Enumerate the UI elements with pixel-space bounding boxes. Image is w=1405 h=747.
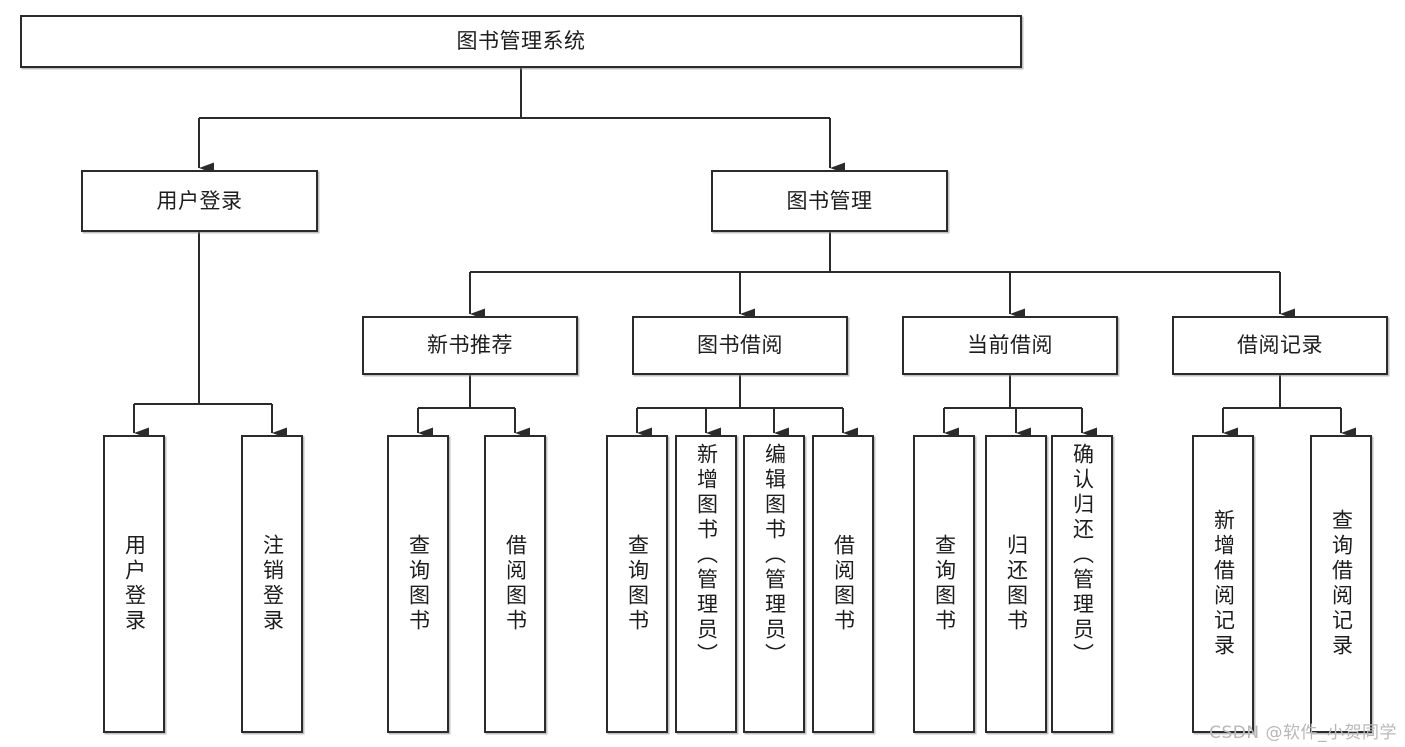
leaf-add-book-admin-label: 新增图书（管理员） [694,443,719,668]
leaf-edit-book-admin[interactable]: 编辑图书（管理员） [743,435,805,733]
leaf-confirm-return-admin[interactable]: 确认归还（管理员） [1051,435,1113,733]
leaf-borrow-book[interactable]: 借阅图书 [812,435,874,733]
node-borrow-record[interactable]: 借阅记录 [1172,316,1388,375]
leaf-add-book-admin[interactable]: 新增图书（管理员） [675,435,737,733]
node-new-book-recommend[interactable]: 新书推荐 [362,316,578,375]
leaf-edit-book-admin-label: 编辑图书（管理员） [762,443,787,668]
leaf-query-borrow-record[interactable]: 查询借阅记录 [1310,435,1372,733]
node-user-login[interactable]: 用户登录 [81,170,318,232]
node-user-login-label: 用户登录 [156,188,243,213]
leaf-add-borrow-record[interactable]: 新增借阅记录 [1192,435,1254,733]
leaf-confirm-return-admin-label: 确认归还（管理员） [1070,443,1095,668]
csdn-watermark: CSDN @软件_小贺同学 [1209,723,1397,743]
leaf-query-book[interactable]: 查询图书 [606,435,668,733]
node-root-label: 图书管理系统 [456,29,586,54]
node-current-borrow-label: 当前借阅 [967,333,1053,358]
node-new-book-recommend-label: 新书推荐 [427,333,513,358]
node-current-borrow[interactable]: 当前借阅 [902,316,1118,375]
leaf-borrow-book-label: 借阅图书 [831,534,856,634]
leaf-borrow-book-recommend[interactable]: 借阅图书 [484,435,546,733]
leaf-query-borrow-record-label: 查询借阅记录 [1329,509,1354,659]
leaf-query-book-current[interactable]: 查询图书 [913,435,975,733]
leaf-add-borrow-record-label: 新增借阅记录 [1211,509,1236,659]
leaf-query-book-label: 查询图书 [625,534,650,634]
node-book-manage[interactable]: 图书管理 [711,170,948,232]
leaf-query-book-recommend-label: 查询图书 [406,534,431,634]
leaf-user-login[interactable]: 用户登录 [103,435,165,733]
leaf-query-book-current-label: 查询图书 [932,534,957,634]
leaf-user-login-label: 用户登录 [122,534,147,634]
leaf-return-book[interactable]: 归还图书 [985,435,1047,733]
node-book-borrow[interactable]: 图书借阅 [632,316,848,375]
leaf-logout-label: 注销登录 [260,534,285,634]
leaf-return-book-label: 归还图书 [1004,534,1029,634]
leaf-borrow-book-recommend-label: 借阅图书 [503,534,528,634]
node-root[interactable]: 图书管理系统 [20,15,1022,68]
leaf-query-book-recommend[interactable]: 查询图书 [387,435,449,733]
node-borrow-record-label: 借阅记录 [1237,333,1323,358]
node-book-manage-label: 图书管理 [786,188,873,213]
leaf-logout[interactable]: 注销登录 [241,435,303,733]
node-book-borrow-label: 图书借阅 [697,333,783,358]
